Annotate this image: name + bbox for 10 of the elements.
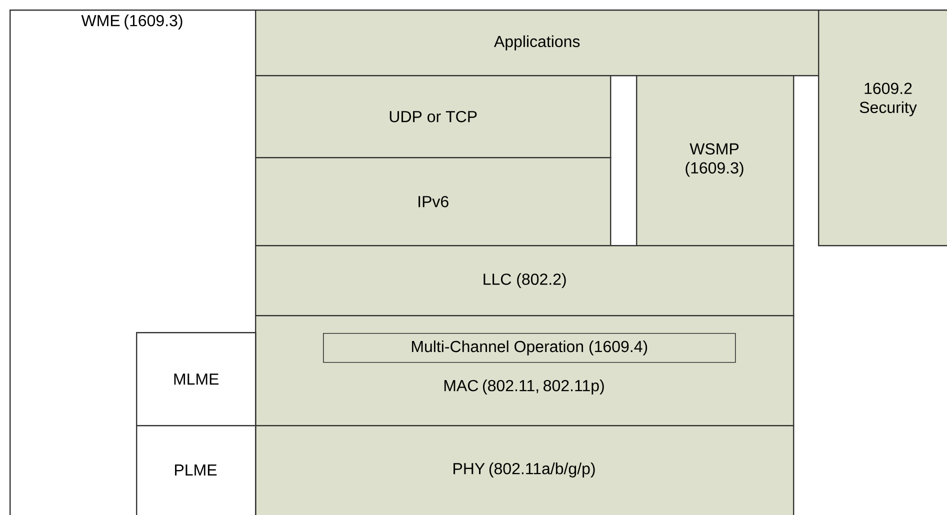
layer-box: IPv6 (255, 157, 612, 246)
entity-box: PLME (136, 425, 256, 515)
sublayer-box: Multi-Channel Operation (1609.4) (323, 333, 736, 363)
layer-box: Applications (255, 10, 820, 76)
layer-box: UDP or TCP (255, 75, 612, 158)
layer-box: 1609.2 Security (818, 10, 947, 246)
layer-box: WSMP (1609.3) (636, 75, 794, 246)
entity-box: MLME (136, 332, 256, 426)
layer-box: LLC (802.2) (255, 245, 794, 316)
layer-box: PHY (802.11a/b/g/p) (255, 425, 794, 515)
